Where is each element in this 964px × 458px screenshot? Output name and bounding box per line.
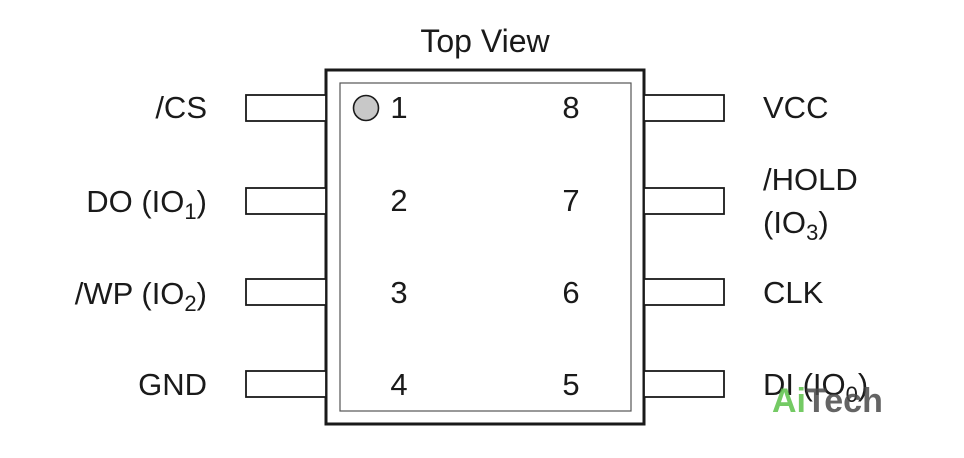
pin-number-3: 3 [390, 275, 407, 310]
watermark-part1: Ai [772, 382, 806, 420]
pin-label-vcc: VCC [763, 90, 828, 125]
pin-label-do-io1: DO (IO1) [86, 184, 207, 224]
pin-lead-6 [643, 278, 725, 306]
pin-number-4: 4 [390, 367, 407, 402]
aitech-watermark-logo: AiTech [772, 382, 883, 420]
pin-lead-7 [643, 187, 725, 215]
pin-lead-5 [643, 370, 725, 398]
pin-number-5: 5 [562, 367, 579, 402]
pin-number-8: 8 [562, 90, 579, 125]
pin-lead-2 [245, 187, 327, 215]
pin1-indicator-dot [352, 94, 380, 122]
pin-lead-1 [245, 94, 327, 122]
pin-label-do-io1-subscript: 1 [184, 199, 196, 224]
pin-number-6: 6 [562, 275, 579, 310]
chip-package-outline [324, 68, 646, 426]
pin-label-di-io0-subscript: 0 [846, 382, 858, 407]
pin-lead-3 [245, 278, 327, 306]
pin-number-2: 2 [390, 183, 407, 218]
pin-label-wp-io2-subscript: 2 [184, 291, 196, 316]
pin-label-di-io0: DI (IO0) [763, 367, 868, 407]
pin-label-hold-io3-subscript: 3 [806, 220, 818, 245]
pin-label-clk: CLK [763, 275, 824, 310]
pin-label-wp-io2: /WP (IO2) [75, 276, 207, 316]
pin-lead-8 [643, 94, 725, 122]
watermark-part2: Tech [806, 382, 883, 420]
pin-lead-4 [245, 370, 327, 398]
pin-label-hold-io3: (IO3) [763, 205, 829, 245]
chip-package-inner-outline [339, 82, 632, 412]
pin-label-cs: /CS [155, 90, 207, 125]
diagram-title: Top View [420, 23, 550, 59]
pin-number-1: 1 [390, 90, 407, 125]
pin-number-7: 7 [562, 183, 579, 218]
pin-label-gnd: GND [138, 367, 207, 402]
pin-label-hold: /HOLD [763, 162, 858, 197]
